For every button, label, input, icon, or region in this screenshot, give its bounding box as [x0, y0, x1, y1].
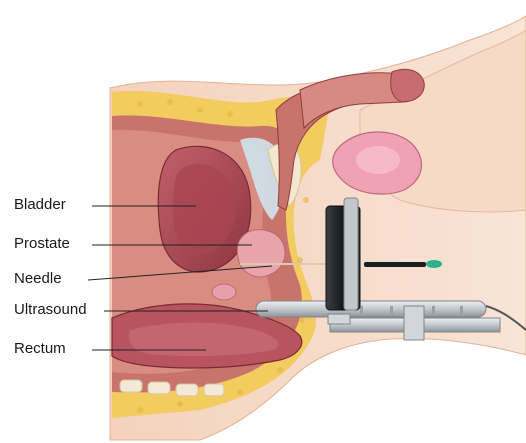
label-rectum: Rectum	[14, 340, 66, 358]
prostate-shape	[237, 230, 285, 277]
testis-highlight	[356, 146, 400, 174]
label-needle: Needle	[14, 270, 62, 288]
label-ultrasound: Ultrasound	[14, 301, 87, 319]
label-prostate: Prostate	[14, 235, 70, 253]
seminal-vesicle	[212, 284, 236, 300]
needle-template	[326, 198, 360, 324]
label-bladder: Bladder	[14, 196, 66, 214]
